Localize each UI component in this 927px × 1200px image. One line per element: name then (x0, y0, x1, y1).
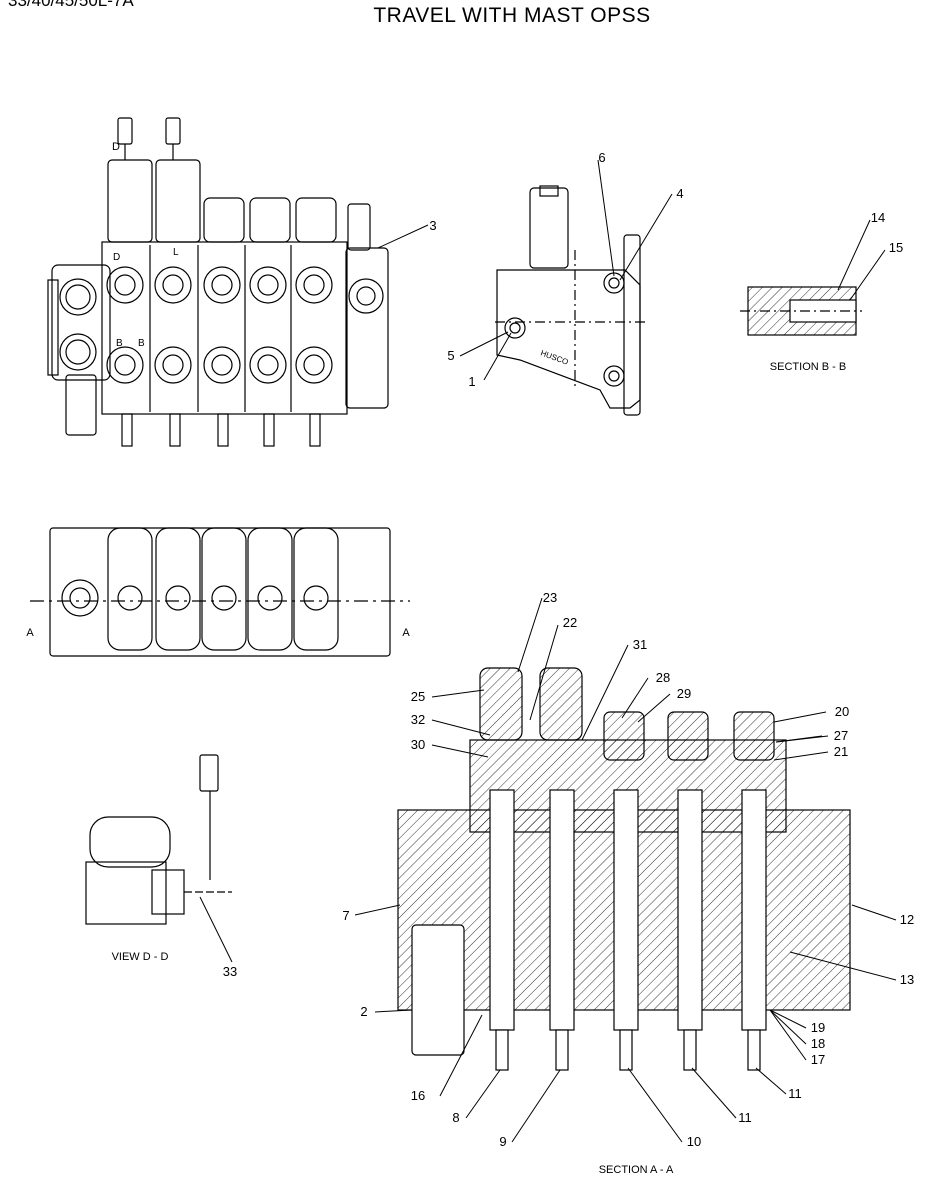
callout-15: 15 (889, 240, 903, 255)
callout-11-a: 11 (738, 1110, 752, 1125)
port-mark-d: D (113, 252, 120, 263)
callout-numbers: 1 2 3 4 5 6 7 8 9 10 11 11 11 12 13 14 1… (223, 150, 914, 1149)
caption-section-bb: SECTION B - B (770, 361, 846, 373)
callout-20: 20 (835, 704, 849, 719)
port-mark-l: L (173, 247, 179, 258)
callout-3: 3 (429, 218, 436, 233)
callout-8: 8 (452, 1110, 459, 1125)
callout-30: 30 (411, 737, 425, 752)
callout-10: 10 (687, 1134, 701, 1149)
callout-21: 21 (834, 744, 848, 759)
callout-11-b: 11 (788, 1086, 802, 1101)
section-a-a (397, 667, 851, 1071)
callout-23: 23 (543, 590, 557, 605)
callout-22: 22 (563, 615, 577, 630)
port-mark-b-1: B (116, 338, 123, 349)
section-b-b (740, 286, 862, 336)
callout-19: 19 (811, 1020, 825, 1035)
port-block-side-view (495, 185, 645, 416)
callout-12: 12 (900, 912, 914, 927)
diagram-title: TRAVEL WITH MAST OPSS (373, 4, 651, 27)
callout-32: 32 (411, 712, 425, 727)
caption-view-dd: VIEW D - D (112, 951, 169, 963)
valve-lower-face-view (30, 527, 410, 657)
callout-29: 29 (677, 686, 691, 701)
view-d-d (85, 754, 232, 925)
callout-2: 2 (360, 1004, 367, 1019)
port-mark-b-2: B (138, 338, 145, 349)
valve-front-view (47, 117, 389, 447)
model-number: 33/40/45/50L-7A (8, 0, 134, 10)
body-text-husco: HUSCO (539, 348, 569, 366)
callout-33: 33 (223, 964, 237, 979)
callout-6: 6 (598, 150, 605, 165)
callout-7: 7 (342, 908, 349, 923)
callout-9: 9 (499, 1134, 506, 1149)
callout-16: 16 (411, 1088, 425, 1103)
callout-27: 27 (834, 728, 848, 743)
callout-14: 14 (871, 210, 885, 225)
callout-25: 25 (411, 689, 425, 704)
callout-18: 18 (811, 1036, 825, 1051)
section-mark-a-right: A (402, 627, 410, 639)
callout-28: 28 (656, 670, 670, 685)
callout-31: 31 (633, 637, 647, 652)
callout-leaders (199, 159, 897, 1143)
callout-5: 5 (447, 348, 454, 363)
callout-4: 4 (676, 186, 683, 201)
section-mark-a-left: A (26, 627, 34, 639)
callout-1: 1 (468, 374, 475, 389)
callout-17: 17 (811, 1052, 825, 1067)
caption-section-aa: SECTION A - A (599, 1164, 674, 1176)
view-mark-d: D (112, 141, 120, 153)
callout-13: 13 (900, 972, 914, 987)
